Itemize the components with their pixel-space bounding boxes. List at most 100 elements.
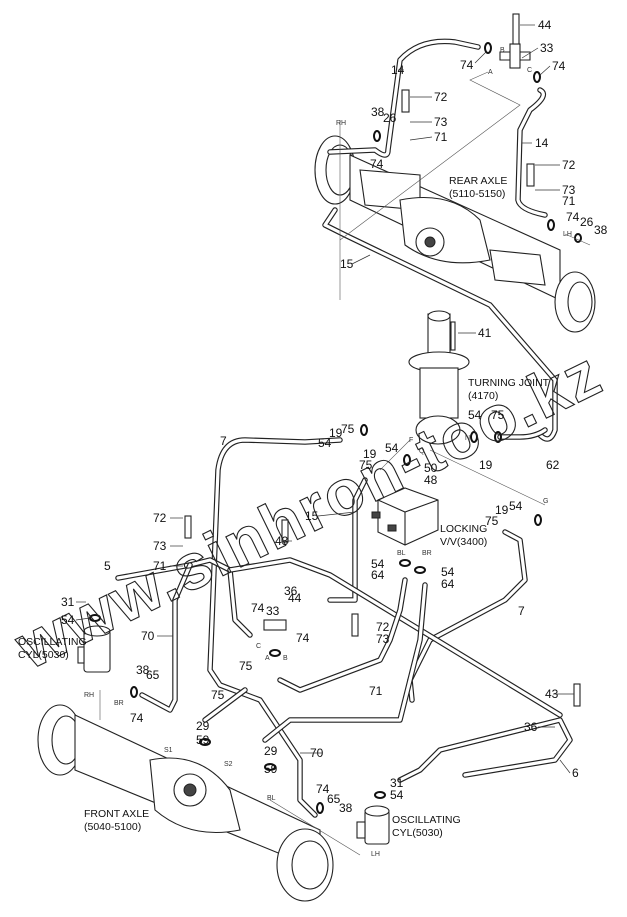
callout: 5 <box>104 559 111 573</box>
callout: 64 <box>441 577 455 591</box>
callout: 54 <box>318 436 332 450</box>
callout: 15 <box>305 509 319 523</box>
callout: 7 <box>220 434 227 448</box>
port-letter: LH <box>371 851 380 858</box>
callout: 43 <box>275 534 289 548</box>
callout: 70 <box>141 629 155 643</box>
callout: 59 <box>196 733 210 747</box>
callout: 54 <box>390 788 404 802</box>
port-letter: N <box>465 435 470 442</box>
callout: 72 <box>434 90 448 104</box>
port-letters: B A C RH LH N F Q G BL BR C A B RH BR S1… <box>84 47 572 858</box>
callout: 14 <box>391 63 405 77</box>
callout: 54 <box>441 565 455 579</box>
port-letter: B <box>500 47 505 54</box>
callout: 44 <box>538 18 552 32</box>
callout: 72 <box>153 511 167 525</box>
port-letter: BR <box>422 550 432 557</box>
oscillating-cylinder-lh <box>356 805 390 845</box>
port-letter: RH <box>336 120 346 127</box>
callout: 36 <box>284 584 298 598</box>
front-axle-code: (5040-5100) <box>84 821 141 833</box>
port-letter: C <box>527 67 532 74</box>
port-letter: BR <box>114 700 124 707</box>
callout: 74 <box>251 601 265 615</box>
port-letter: S1 <box>164 747 173 754</box>
fittings <box>89 13 582 814</box>
port-letter: S2 <box>224 761 233 768</box>
locking-valve-code: V/V(3400) <box>440 536 487 548</box>
callout: 71 <box>153 559 167 573</box>
callout: 71 <box>434 130 448 144</box>
port-letter: BL <box>267 795 276 802</box>
front-axle-label: FRONT AXLE <box>84 808 149 820</box>
turning-joint <box>408 310 470 445</box>
callout: 41 <box>478 326 492 340</box>
callout: 44 <box>288 591 302 605</box>
callout: 65 <box>327 792 341 806</box>
callout: 54 <box>371 557 385 571</box>
callout: 33 <box>540 41 554 55</box>
callout: 38 <box>136 663 150 677</box>
captions: REAR AXLE (5110-5150) TURNING JOINT (417… <box>18 175 550 839</box>
port-letter: A <box>265 655 270 662</box>
callout: 26 <box>580 215 594 229</box>
port-letter: F <box>409 437 413 444</box>
port-letter: A <box>488 69 493 76</box>
callout: 74 <box>460 58 474 72</box>
callout: 31 <box>390 776 404 790</box>
callout: 15 <box>340 257 354 271</box>
callout: 75 <box>211 688 225 702</box>
callout: 75 <box>359 458 373 472</box>
callout: 72 <box>562 158 576 172</box>
callout: 75 <box>485 514 499 528</box>
callout: 73 <box>153 539 167 553</box>
hoses <box>115 38 573 818</box>
callout: 50 <box>424 461 438 475</box>
callout: 74 <box>296 631 310 645</box>
rear-axle <box>314 135 596 333</box>
callout: 74 <box>552 59 566 73</box>
part-number-callouts: 44 33 74 74 14 72 38 26 73 71 74 14 72 7… <box>61 18 608 815</box>
callout: 29 <box>264 744 278 758</box>
callout: 74 <box>316 782 330 796</box>
callout: 38 <box>339 801 353 815</box>
leader-lines <box>75 24 574 774</box>
callout: 75 <box>239 659 253 673</box>
callout: 73 <box>376 632 390 646</box>
callout: 74 <box>130 711 144 725</box>
port-letter: LH <box>563 231 572 238</box>
rear-axle-label: REAR AXLE <box>449 175 507 187</box>
callout: 74 <box>370 157 384 171</box>
callout: 29 <box>196 719 210 733</box>
port-letter: B <box>283 655 288 662</box>
callout: 19 <box>479 458 493 472</box>
callout: 54 <box>385 441 399 455</box>
callout: 54 <box>61 613 75 627</box>
callout: 62 <box>546 458 560 472</box>
callout: 19 <box>329 426 343 440</box>
port-letter: RH <box>84 692 94 699</box>
callout: 6 <box>572 766 579 780</box>
callout: 31 <box>61 595 75 609</box>
callout: 73 <box>562 183 576 197</box>
front-axle <box>37 704 334 902</box>
callout: 75 <box>341 422 355 436</box>
callout: 19 <box>495 503 509 517</box>
port-letter: C <box>256 643 261 650</box>
callout: 71 <box>562 194 576 208</box>
rear-axle-code: (5110-5150) <box>449 188 505 200</box>
callout: 38 <box>594 223 608 237</box>
callout: 7 <box>518 604 525 618</box>
callout: 74 <box>566 210 580 224</box>
oscillating-cyl-rh-label: OSCILLATING <box>18 636 87 648</box>
callout: 19 <box>363 447 377 461</box>
callout: 71 <box>369 684 383 698</box>
port-letter: BL <box>397 550 406 557</box>
callout: 72 <box>376 620 390 634</box>
callout: 54 <box>509 499 523 513</box>
turning-joint-code: (4170) <box>468 390 498 402</box>
oscillating-cyl-lh-label: OSCILLATING <box>392 814 461 826</box>
callout: 33 <box>266 604 280 618</box>
callout: 54 <box>468 408 482 422</box>
